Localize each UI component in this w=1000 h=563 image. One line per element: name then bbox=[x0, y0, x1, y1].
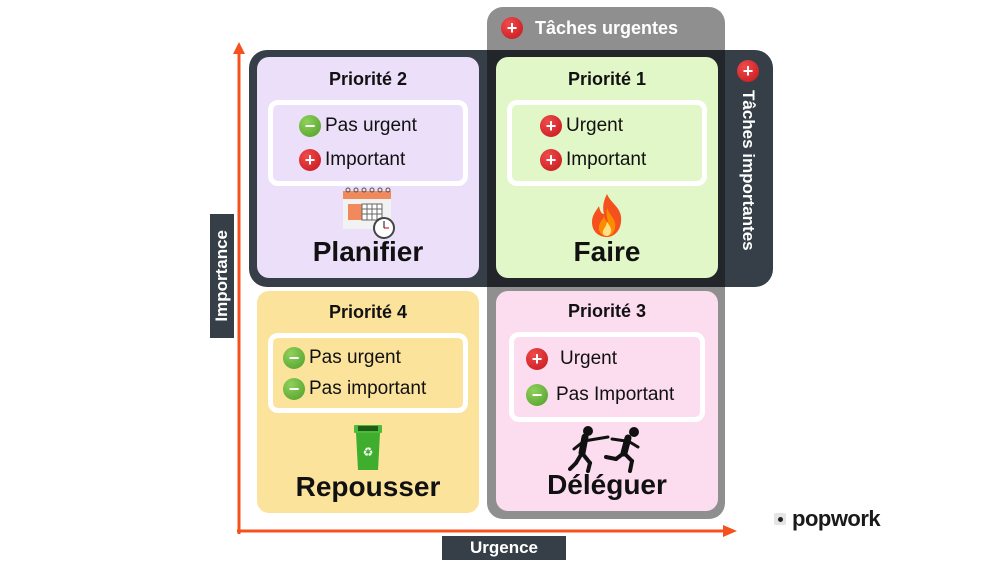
brand-name: popwork bbox=[792, 506, 881, 531]
urgent-tasks-label: Tâches urgentes bbox=[535, 17, 679, 38]
criteria-box: + Urgent −Pas Important bbox=[509, 332, 705, 422]
criterion-text: Important bbox=[566, 149, 647, 170]
svg-text:♻: ♻ bbox=[363, 445, 374, 459]
action-label: Repousser bbox=[295, 471, 441, 502]
important-tasks-label: Tâches importantes bbox=[739, 90, 758, 251]
criterion: −Pas Important bbox=[520, 377, 700, 413]
criterion: −Pas urgent bbox=[283, 342, 463, 373]
criterion: −Pas urgent bbox=[283, 109, 463, 143]
important-tasks-header: + bbox=[737, 60, 763, 82]
priority-title: Priorité 3 bbox=[567, 301, 647, 321]
plus-icon: + bbox=[540, 149, 562, 171]
plus-icon: + bbox=[540, 115, 562, 137]
fire-icon bbox=[496, 192, 718, 238]
priority-title: Priorité 2 bbox=[328, 69, 408, 89]
priority-title: Priorité 1 bbox=[567, 69, 647, 89]
importance-axis bbox=[233, 42, 245, 534]
brand-dot-icon bbox=[774, 513, 786, 525]
criterion: +Urgent bbox=[522, 109, 702, 143]
plus-icon: + bbox=[526, 348, 548, 370]
minus-icon: − bbox=[299, 115, 321, 137]
action-label: Planifier bbox=[312, 236, 424, 267]
urgency-axis bbox=[237, 524, 737, 538]
criterion: −Pas important bbox=[283, 373, 463, 404]
priority-title: Priorité 4 bbox=[328, 302, 408, 322]
importance-axis-label: Importance bbox=[212, 230, 231, 322]
criteria-box: +Urgent +Important bbox=[507, 100, 707, 186]
quadrant-priority-4: Priorité 4 −Pas urgent −Pas important ♻ … bbox=[257, 291, 479, 513]
urgency-axis-label: Urgence bbox=[469, 538, 539, 557]
criterion: + Urgent bbox=[520, 341, 700, 377]
urgent-tasks-header: + Tâches urgentes bbox=[501, 17, 678, 39]
criterion-text: Important bbox=[325, 149, 406, 170]
action-label: Déléguer bbox=[547, 469, 667, 500]
plus-icon: + bbox=[501, 17, 523, 39]
criteria-box: −Pas urgent −Pas important bbox=[268, 333, 468, 413]
criterion-text: Urgent bbox=[560, 348, 618, 369]
criterion-text: Pas important bbox=[309, 377, 427, 399]
minus-icon: − bbox=[283, 346, 305, 369]
criterion: +Important bbox=[522, 143, 702, 177]
recycle-bin-icon: ♻ bbox=[257, 423, 479, 471]
quadrant-priority-3: Priorité 3 + Urgent −Pas Important bbox=[496, 291, 718, 511]
criterion: +Important bbox=[283, 143, 463, 177]
criterion-text: Pas urgent bbox=[325, 115, 417, 136]
minus-icon: − bbox=[526, 384, 548, 406]
criterion-text: Pas Important bbox=[556, 384, 675, 405]
plus-icon: + bbox=[737, 60, 759, 82]
action-label: Faire bbox=[573, 236, 641, 267]
quadrant-priority-2: Priorité 2 −Pas urgent +Important Planif… bbox=[257, 57, 479, 278]
importance-axis-label-box: Importance bbox=[210, 214, 234, 338]
quadrant-priority-1: Priorité 1 +Urgent +Important Faire bbox=[496, 57, 718, 278]
criterion-text: Urgent bbox=[566, 115, 624, 136]
calendar-clock-icon bbox=[257, 185, 479, 241]
urgency-axis-label-box: Urgence bbox=[442, 536, 566, 560]
important-tasks-label-wrap: Tâches importantes bbox=[733, 90, 763, 280]
criterion-text: Pas urgent bbox=[309, 346, 401, 368]
plus-icon: + bbox=[299, 149, 321, 171]
relay-runners-icon bbox=[496, 425, 718, 473]
criteria-box: −Pas urgent +Important bbox=[268, 100, 468, 186]
brand-logo: popwork bbox=[774, 506, 881, 532]
minus-icon: − bbox=[283, 377, 305, 400]
